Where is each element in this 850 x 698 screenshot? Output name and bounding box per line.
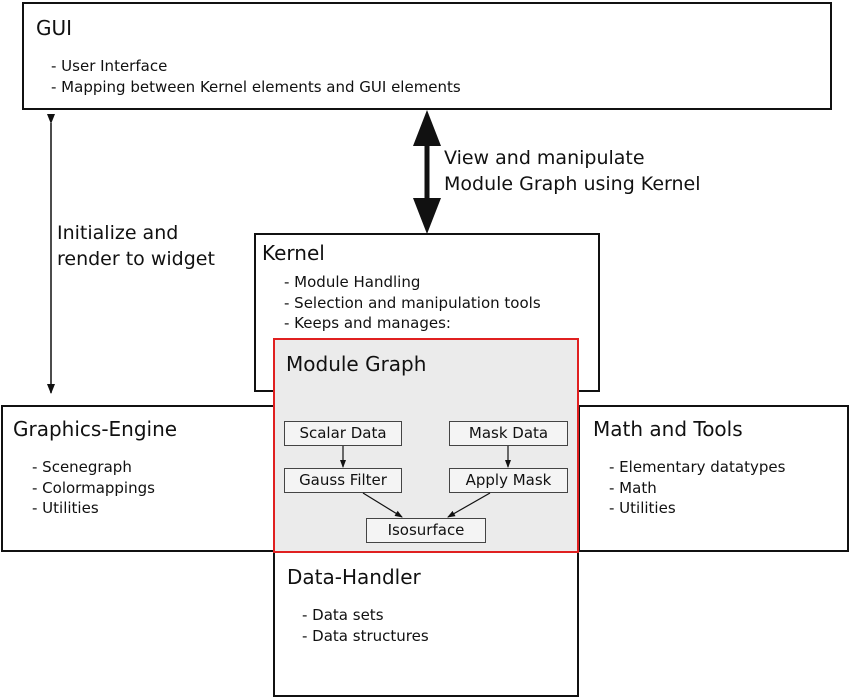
data-handler-title: Data-Handler (287, 565, 421, 589)
gui-item: - Mapping between Kernel elements and GU… (51, 77, 461, 96)
data-handler-items: - Data sets - Data structures (302, 605, 429, 646)
data-handler-box: Data-Handler - Data sets - Data structur… (273, 551, 579, 697)
gui-kernel-label-line: View and manipulate (444, 147, 645, 169)
gui-items: - User Interface - Mapping between Kerne… (51, 56, 461, 97)
math-tools-items: - Elementary datatypes - Math - Utilitie… (609, 457, 785, 519)
math-tools-box: Math and Tools - Elementary datatypes - … (578, 405, 849, 552)
gui-item: - User Interface (51, 57, 168, 75)
graphics-engine-box: Graphics-Engine - Scenegraph - Colormapp… (1, 405, 275, 552)
module-graph-title: Module Graph (286, 352, 427, 376)
gui-graphics-label: Initialize and render to widget (57, 220, 215, 272)
kernel-items: - Module Handling - Selection and manipu… (284, 272, 541, 334)
data-handler-item: - Data sets (302, 606, 384, 624)
graphics-engine-title: Graphics-Engine (13, 417, 178, 441)
gui-graphics-label-line: render to widget (57, 248, 215, 270)
kernel-title: Kernel (262, 241, 325, 265)
isosurface-node: Isosurface (366, 518, 486, 543)
graphics-engine-items: - Scenegraph - Colormappings - Utilities (32, 457, 155, 519)
gauss-filter-node: Gauss Filter (284, 468, 402, 493)
graphics-engine-item: - Colormappings (32, 478, 155, 497)
gui-title: GUI (36, 16, 73, 40)
kernel-item: - Selection and manipulation tools (284, 293, 541, 312)
mask-data-node: Mask Data (449, 421, 568, 446)
apply-mask-node: Apply Mask (449, 468, 568, 493)
math-tools-item: - Utilities (609, 499, 676, 517)
math-tools-item: - Math (609, 478, 657, 497)
kernel-item: - Module Handling (284, 273, 421, 291)
kernel-item: - Keeps and manages: (284, 314, 451, 332)
gui-kernel-arrow (413, 110, 441, 234)
graphics-engine-item: - Utilities (32, 499, 99, 517)
math-tools-title: Math and Tools (593, 417, 743, 441)
data-handler-item: - Data structures (302, 626, 429, 645)
gui-kernel-label-line: Module Graph using Kernel (444, 173, 701, 195)
scalar-data-node: Scalar Data (284, 421, 402, 446)
gui-graphics-label-line: Initialize and (57, 222, 179, 244)
gui-kernel-label: View and manipulate Module Graph using K… (444, 145, 701, 197)
gui-box: GUI - User Interface - Mapping between K… (22, 2, 832, 110)
math-tools-item: - Elementary datatypes (609, 458, 786, 476)
graphics-engine-item: - Scenegraph (32, 458, 132, 476)
